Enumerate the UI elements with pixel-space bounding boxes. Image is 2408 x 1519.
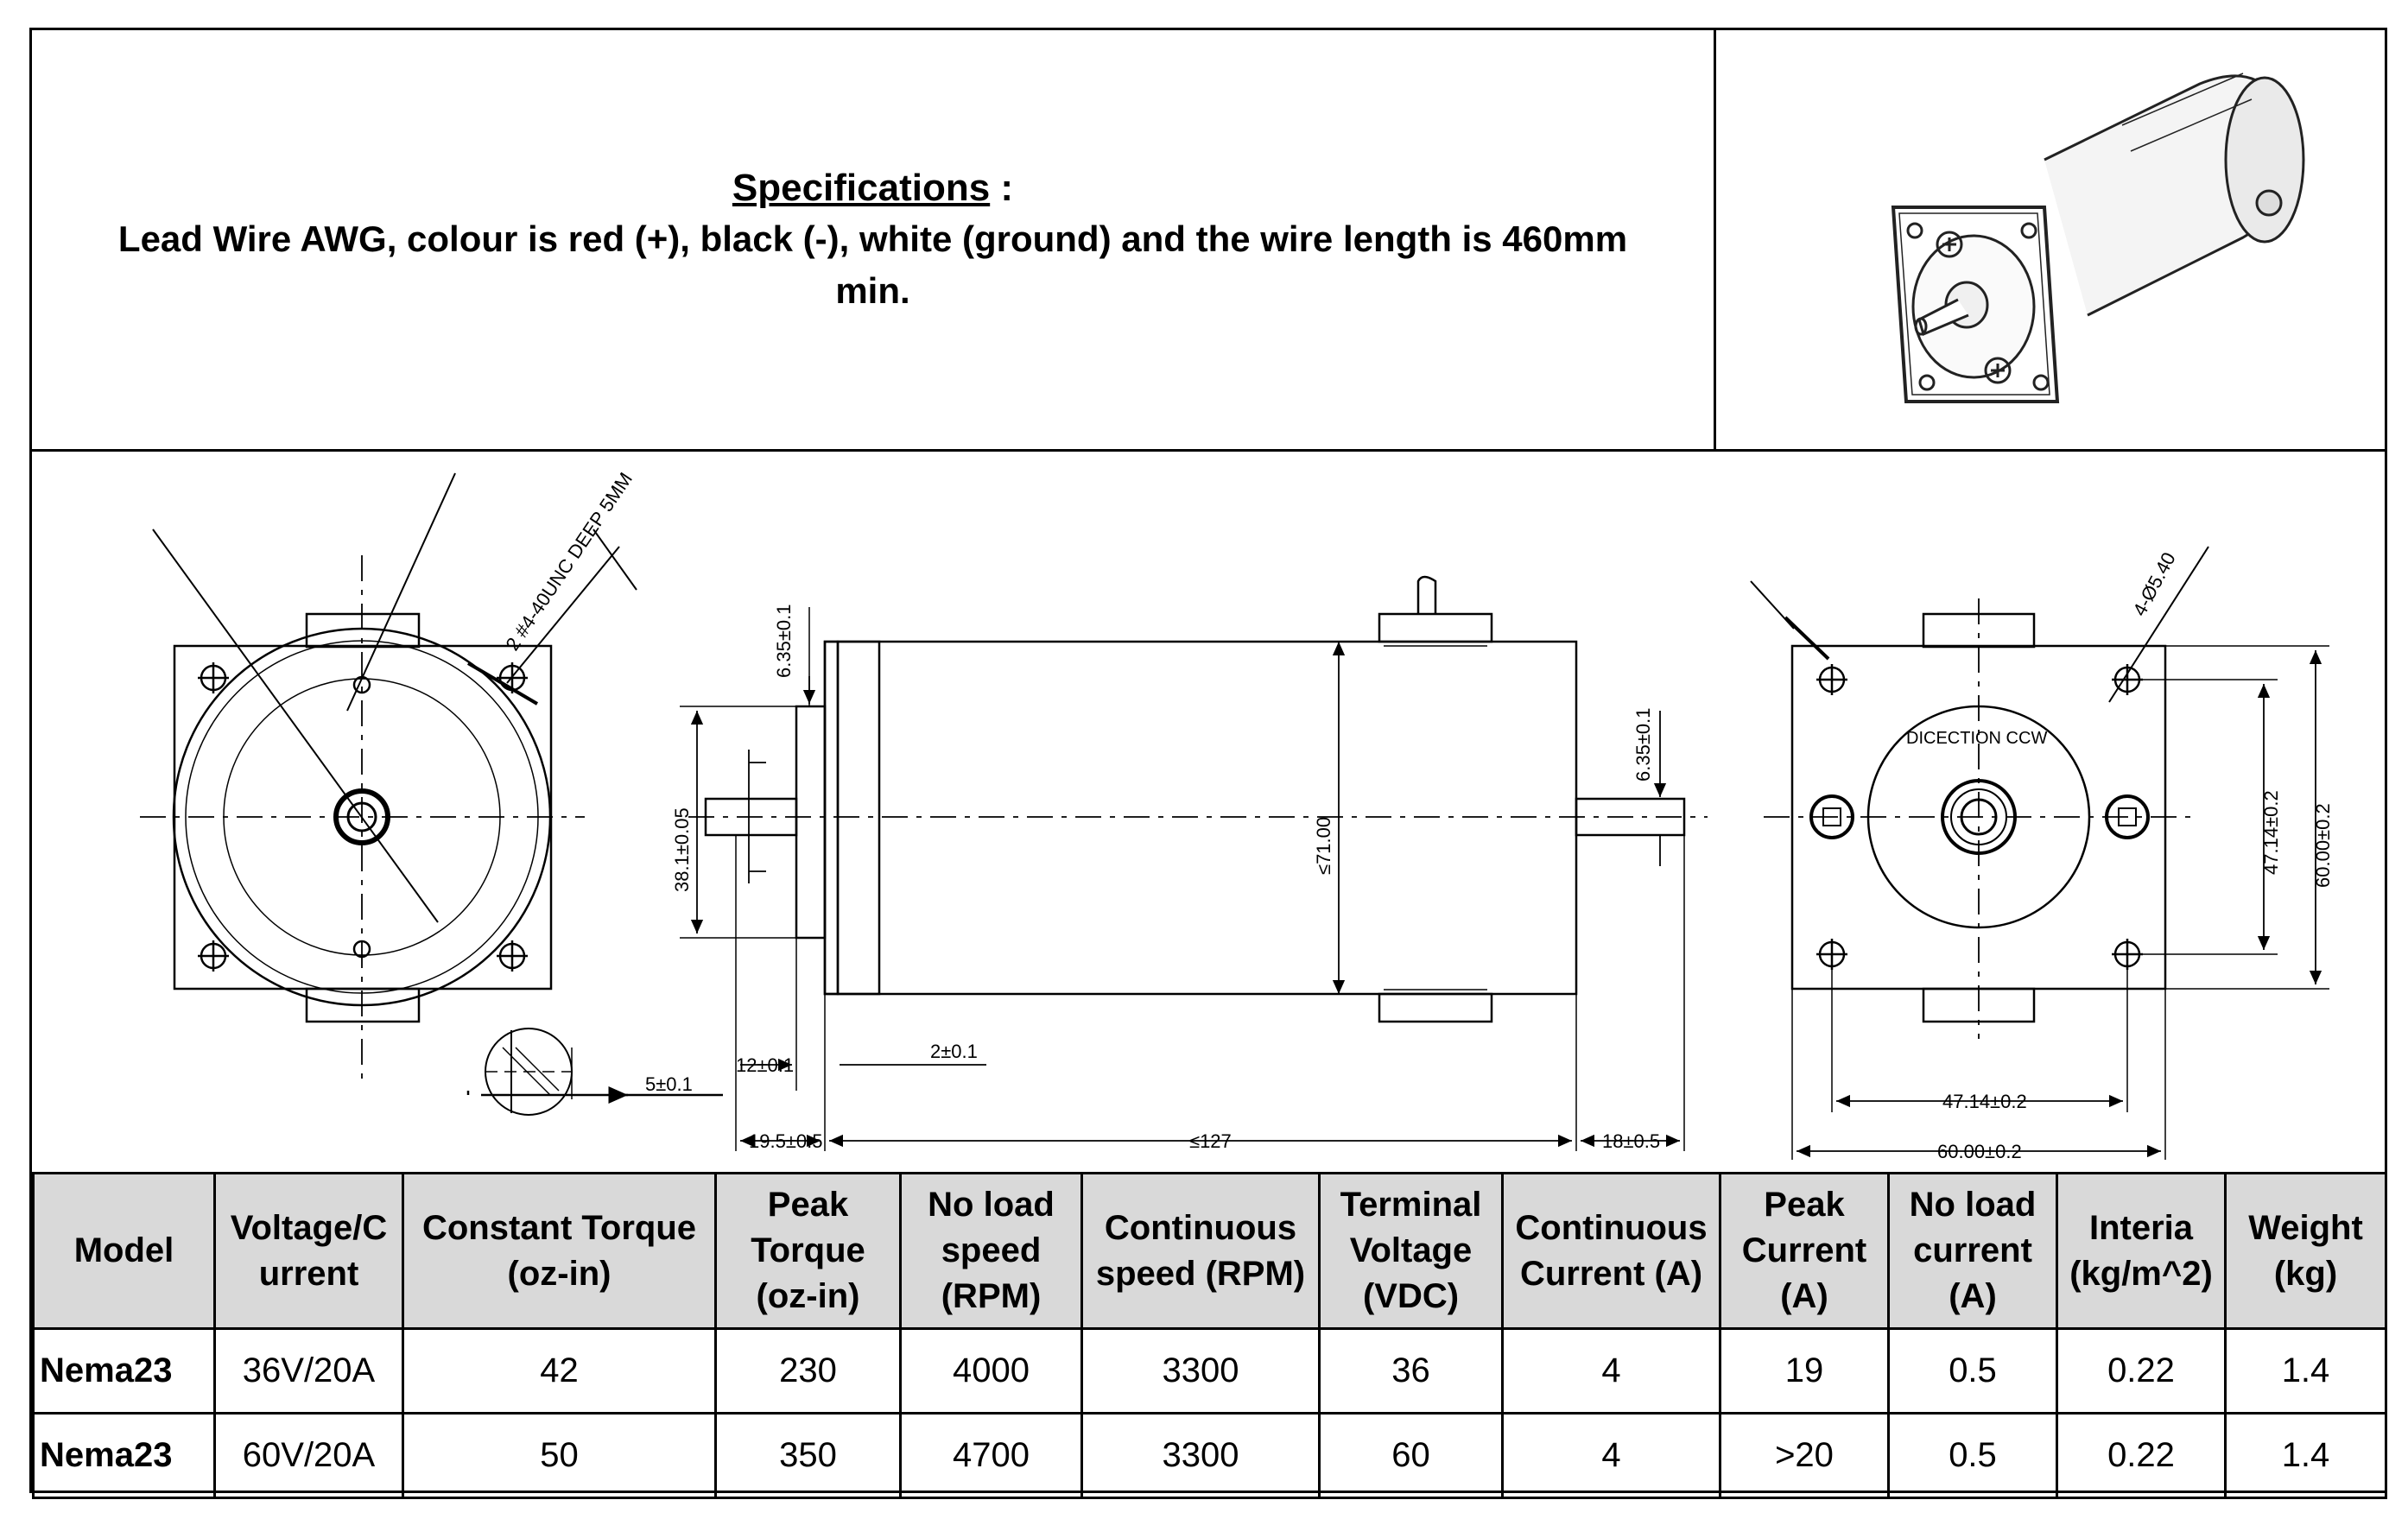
cell-continuous-speed: 3300: [1080, 1412, 1321, 1499]
dim-pilot-len: 12±0.1: [736, 1054, 794, 1076]
dim-hole-spacing-h: 47.14±0.2: [1942, 1091, 2027, 1112]
cell-model: Nema23: [32, 1412, 216, 1499]
header-model: Model: [32, 1172, 216, 1330]
cell-interia: 0.22: [2056, 1327, 2227, 1415]
cell-terminal-voltage: 60: [1318, 1412, 1504, 1499]
front-view: [140, 472, 723, 1116]
cell-terminal-voltage: 36: [1318, 1327, 1504, 1415]
spec-sheet: Specifications : Lead Wire AWG, colour i…: [29, 28, 2387, 1499]
specifications-title: Specifications :: [732, 163, 1013, 213]
cell-peak-torque: 350: [714, 1412, 902, 1499]
motor-illustration: [1716, 30, 2387, 449]
cell-interia: 0.22: [2056, 1412, 2227, 1499]
specifications-block: Specifications : Lead Wire AWG, colour i…: [32, 30, 1716, 449]
cell-continuous-current: 4: [1501, 1412, 1721, 1499]
cell-peak-current: 19: [1719, 1327, 1890, 1415]
specifications-line-2: min.: [835, 269, 910, 311]
cell-voltage-current: 36V/20A: [213, 1327, 404, 1415]
dim-hole-spacing-v: 47.14±0.2: [2260, 790, 2282, 875]
dim-flat-len: 5±0.1: [645, 1073, 693, 1095]
specifications-heading: Specifications: [732, 166, 991, 209]
dim-body-len: ≤127: [1189, 1130, 1232, 1152]
cell-no-load-current: 0.5: [1887, 1327, 2058, 1415]
cell-constant-torque: 50: [402, 1412, 717, 1499]
dim-shaft-dia-rear: 6.35±0.1: [1632, 708, 1654, 782]
header-interia: Interia(kg/m^2): [2056, 1172, 2227, 1330]
dim-pilot-dia: 38.1±0.05: [671, 807, 693, 892]
cell-no-load-speed: 4700: [899, 1412, 1083, 1499]
cell-no-load-speed: 4000: [899, 1327, 1083, 1415]
dimension-drawing: 2 #4-40UNC DEEP 5MM 4-Ø5.40 DICECTION CC…: [32, 452, 2385, 1172]
dim-front-shaft-len: 19.5±0.5: [749, 1130, 822, 1152]
cell-model: Nema23: [32, 1327, 216, 1415]
cell-peak-current: >20: [1719, 1412, 1890, 1499]
cell-no-load-current: 0.5: [1887, 1412, 2058, 1499]
dim-flange-thk: 2±0.1: [930, 1041, 978, 1062]
hole-label: 4-Ø5.40: [2128, 548, 2179, 619]
side-view: [680, 575, 1708, 1151]
table-row: Nema23 36V/20A 42 230 4000 3300 36 4 19 …: [32, 1327, 2387, 1415]
cell-continuous-current: 4: [1501, 1327, 1721, 1415]
dim-shaft-dia-front: 6.35±0.1: [773, 604, 795, 678]
dim-body-dia: ≤71.00: [1313, 817, 1334, 875]
cell-constant-torque: 42: [402, 1327, 717, 1415]
cell-weight: 1.4: [2224, 1412, 2387, 1499]
dim-rear-shaft-len: 18±0.5: [1602, 1130, 1660, 1152]
cell-peak-torque: 230: [714, 1327, 902, 1415]
rear-view: [1750, 546, 2329, 1160]
motor-isometric-image: [1891, 73, 2305, 403]
direction-label: DICECTION CCW: [1906, 729, 2047, 748]
header-section: Specifications : Lead Wire AWG, colour i…: [32, 30, 2385, 452]
motor-dimension-drawing: 2 #4-40UNC DEEP 5MM 4-Ø5.40 DICECTION CC…: [140, 468, 2334, 1162]
table-row: Nema23 60V/20A 50 350 4700 3300 60 4 >20…: [32, 1412, 2387, 1499]
dim-flange-size-h: 60.00±0.2: [1937, 1141, 2022, 1162]
cell-continuous-speed: 3300: [1080, 1327, 1321, 1415]
header-constant-torque: Constant Torque(oz-in): [402, 1172, 717, 1330]
header-weight: Weight(kg): [2224, 1172, 2387, 1330]
cell-voltage-current: 60V/20A: [213, 1412, 404, 1499]
specifications-line-1: Lead Wire AWG, colour is red (+), black …: [117, 218, 1628, 259]
dim-flange-size-v: 60.00±0.2: [2312, 803, 2334, 888]
cell-weight: 1.4: [2224, 1327, 2387, 1415]
specifications-colon: :: [990, 166, 1014, 209]
